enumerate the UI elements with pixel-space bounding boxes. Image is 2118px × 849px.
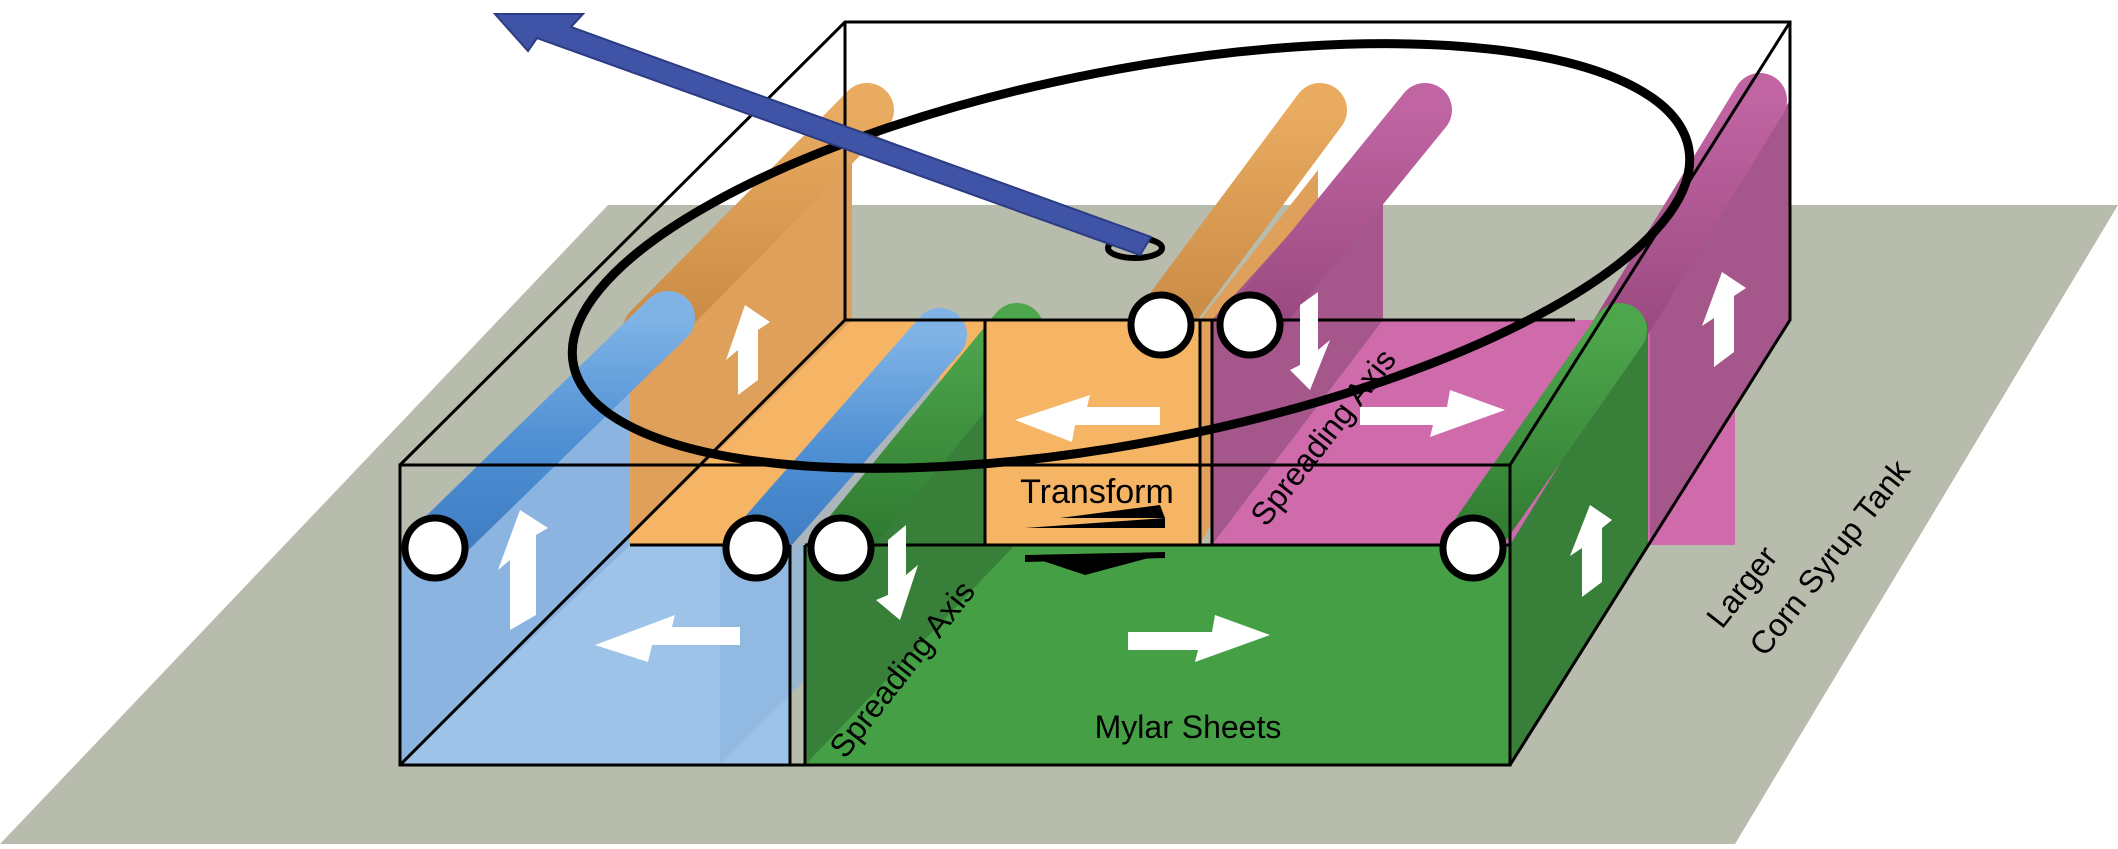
blue-roller-left: [408, 291, 695, 572]
roller-cap-1: [401, 514, 469, 582]
pink-roller-right: [1583, 73, 1787, 372]
roller-cap-6: [1216, 291, 1284, 359]
arrow-down-green: [876, 525, 918, 620]
roller-cap-3: [807, 514, 875, 582]
pink-roller-left: [1223, 83, 1452, 352]
motion-arrows: [498, 272, 1746, 662]
transform-arrow-left-bar: [1025, 518, 1165, 528]
arrow-up-green-right: [1570, 505, 1612, 597]
transform-gap: [985, 320, 1200, 545]
arrow-down-pink: [1290, 292, 1330, 390]
arrow-up-pink-right: [1702, 272, 1746, 367]
green-roller-right: [1443, 303, 1647, 572]
arrow-up-blue: [498, 510, 548, 630]
blue-roller-right: [729, 308, 967, 572]
label-mylar-sheets: Mylar Sheets: [1095, 709, 1282, 745]
orange-roller-right: [1133, 83, 1347, 352]
rotation-ellipse: [567, 39, 1695, 473]
label-transform: Transform: [1020, 473, 1174, 511]
transform-arrow-right-bar: [1025, 552, 1165, 562]
roller-caps: [401, 291, 1507, 582]
arrow-right-green: [1128, 615, 1270, 662]
arrow-left-blue: [595, 615, 740, 662]
arrow-up-orange: [726, 305, 770, 395]
green-front-sheet: [805, 545, 1510, 765]
arrow-right-pink: [1360, 390, 1505, 437]
arrow-left-orange: [1015, 395, 1160, 442]
transform-arrow-left: [1060, 505, 1165, 518]
rotation-axis-arrow: [492, 13, 1153, 257]
roller-cap-4: [1439, 514, 1507, 582]
roller-cap-2: [722, 514, 790, 582]
tank-outline: [398, 20, 1792, 767]
roller-cap-5: [1127, 291, 1195, 359]
